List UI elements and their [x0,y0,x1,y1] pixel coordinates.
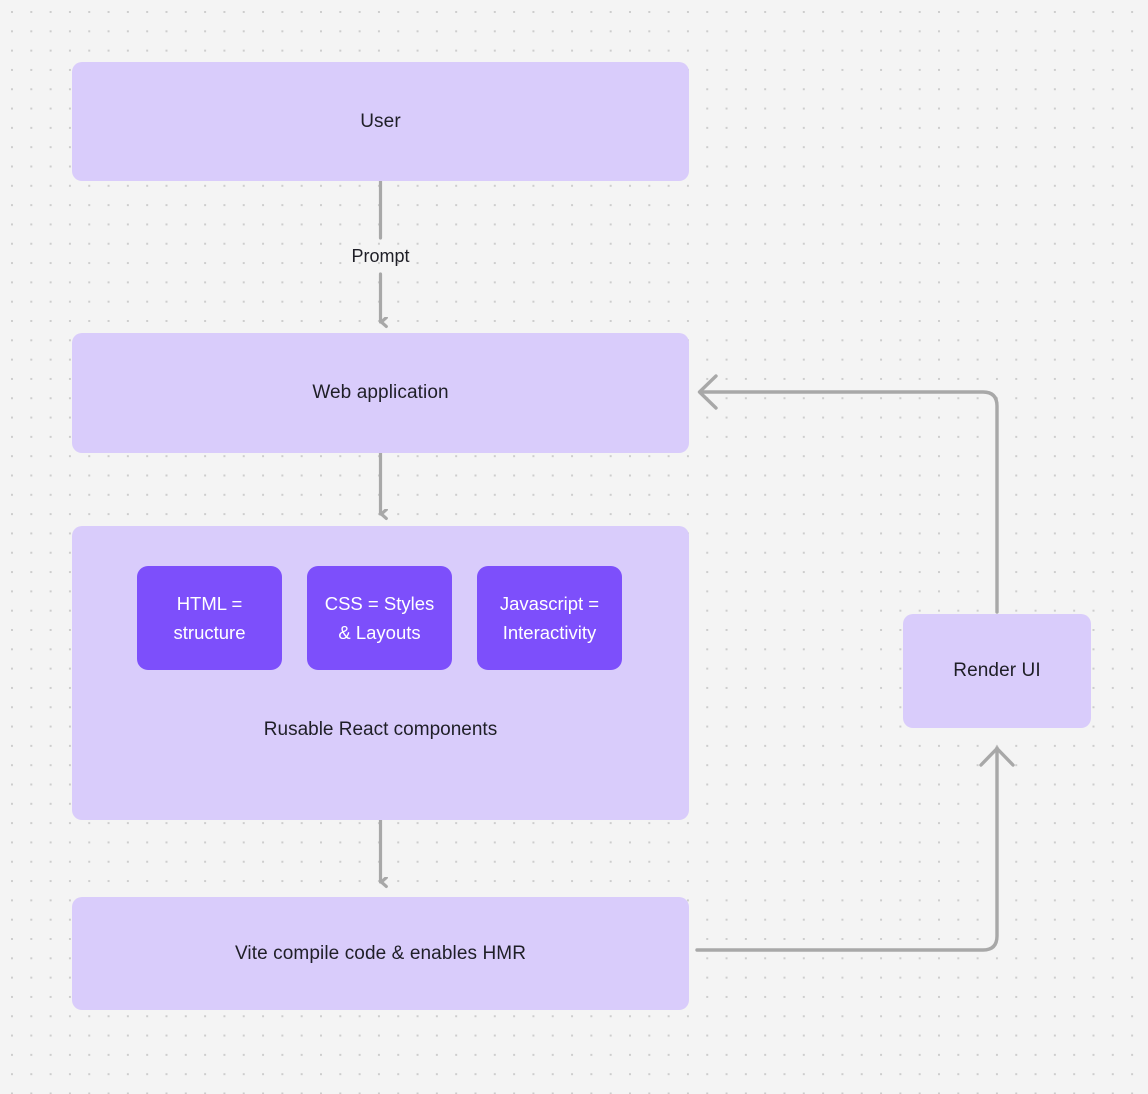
node-css-block-line2: & Layouts [338,622,421,643]
node-vite[interactable]: Vite compile code & enables HMR [72,897,689,1010]
node-components-group-label: Rusable React components [72,719,689,741]
node-html-block-line1: HTML = [176,593,243,614]
edge-label-prompt-text: Prompt [351,246,410,266]
node-js-block[interactable]: Javascript = Interactivity [477,566,622,670]
edge-label-prompt: Prompt [330,246,431,267]
node-web-application-label: Web application [312,382,449,403]
node-css-block[interactable]: CSS = Styles & Layouts [307,566,452,670]
node-components-group-label-text: Rusable React components [263,719,498,740]
node-html-block[interactable]: HTML = structure [137,566,282,670]
node-css-block-line1: CSS = Styles [324,593,435,614]
node-user-label: User [360,110,401,132]
node-web-application[interactable]: Web application [72,333,689,453]
node-vite-label: Vite compile code & enables HMR [234,942,527,964]
edge-vite-to-render [695,746,1015,952]
node-user[interactable]: User [72,62,689,181]
node-js-block-line1: Javascript = [499,593,600,614]
node-html-block-line2: structure [173,622,246,643]
node-js-block-line2: Interactivity [502,622,597,643]
node-render-ui[interactable]: Render UI [903,614,1091,728]
node-render-ui-label: Render UI [953,660,1041,681]
edge-render-to-web [697,374,999,614]
